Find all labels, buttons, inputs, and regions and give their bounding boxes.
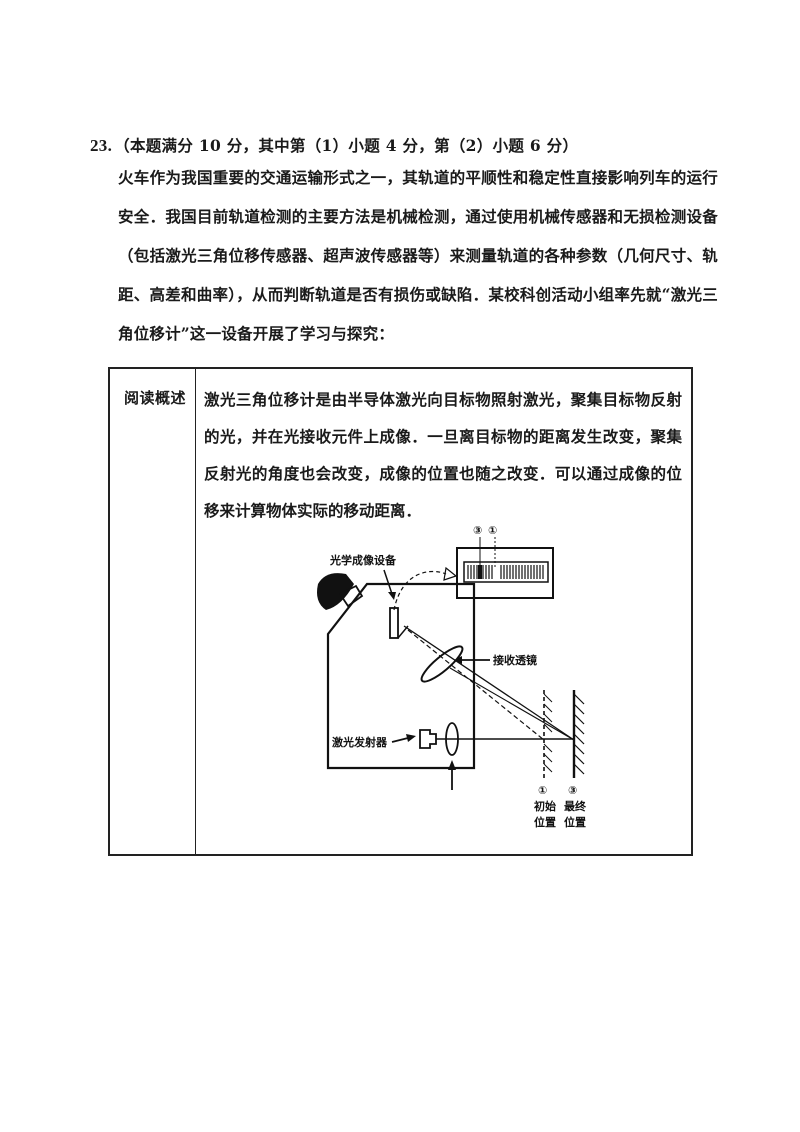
target-initial-hatch	[543, 693, 553, 773]
laser-diode	[419, 729, 437, 749]
laser-triangulation-diagram: ③ ① 光学	[317, 524, 587, 829]
table-column-divider	[195, 369, 196, 854]
initial-position-label-line1: 初始	[534, 799, 556, 813]
cable-connector	[317, 573, 354, 610]
question-number: 23.	[90, 136, 113, 155]
optical-imaging-pointer	[383, 569, 393, 595]
light-receiving-element	[389, 607, 399, 639]
laser-emitter-label: 激光发射器	[332, 735, 388, 749]
receiving-lens-label: 接收透镜	[493, 653, 537, 667]
strip-inner-frame	[463, 561, 549, 583]
receiving-lens-pointer-head	[454, 656, 462, 664]
laser-emitter-pointer	[391, 737, 409, 743]
reading-overview-text: 激光三角位移计是由半导体激光向目标物照射激光，聚集目标物反射的光，并在光接收元件…	[204, 390, 682, 520]
strip-marker-1: ①	[488, 524, 497, 537]
receiving-lens	[420, 645, 464, 683]
initial-position-label-line2: 位置	[534, 815, 556, 829]
bottom-pointer-head	[448, 760, 456, 770]
initial-position-marker: ①	[538, 784, 547, 797]
question-score-note: （本题满分 10 分，其中第（1）小题 4 分，第（2）小题 6 分）	[114, 136, 579, 155]
ray-lens-to-target	[449, 667, 575, 741]
strip-marker-3: ③	[473, 524, 482, 537]
final-position-marker: ③	[568, 784, 577, 797]
strip-outer-frame	[456, 547, 554, 599]
reflected-ray-initial	[407, 629, 545, 741]
dashed-arrow-head	[443, 566, 458, 581]
question-header: 23.（本题满分 10 分，其中第（1）小题 4 分，第（2）小题 6 分）	[90, 134, 730, 156]
final-position-label-line1: 最终	[564, 799, 587, 813]
reading-overview-content: 激光三角位移计是由半导体激光向目标物照射激光，聚集目标物反射的光，并在光接收元件…	[204, 381, 682, 529]
sensor-to-strip-dashed-arrow	[393, 570, 447, 611]
connector-plug	[338, 584, 364, 608]
device-housing	[326, 582, 476, 770]
question-intro: 火车作为我国重要的交通运输形式之一，其轨道的平顺性和稳定性直接影响列车的运行安全…	[118, 158, 718, 353]
reflected-ray-final	[403, 625, 575, 741]
intro-paragraph: 火车作为我国重要的交通运输形式之一，其轨道的平顺性和稳定性直接影响列车的运行安全…	[118, 168, 718, 343]
final-position-label-line2: 位置	[564, 815, 586, 829]
optical-imaging-pointer-head	[388, 592, 396, 600]
reading-overview-label: 阅读概述	[124, 389, 187, 407]
imaging-sensor-strip: ③ ①	[456, 524, 554, 599]
laser-emitter-pointer-head	[406, 734, 416, 742]
optical-imaging-label: 光学成像设备	[329, 553, 397, 567]
target-final-hatch	[573, 693, 585, 775]
reading-overview-table: 阅读概述 激光三角位移计是由半导体激光向目标物照射激光，聚集目标物反射的光，并在…	[108, 367, 693, 856]
